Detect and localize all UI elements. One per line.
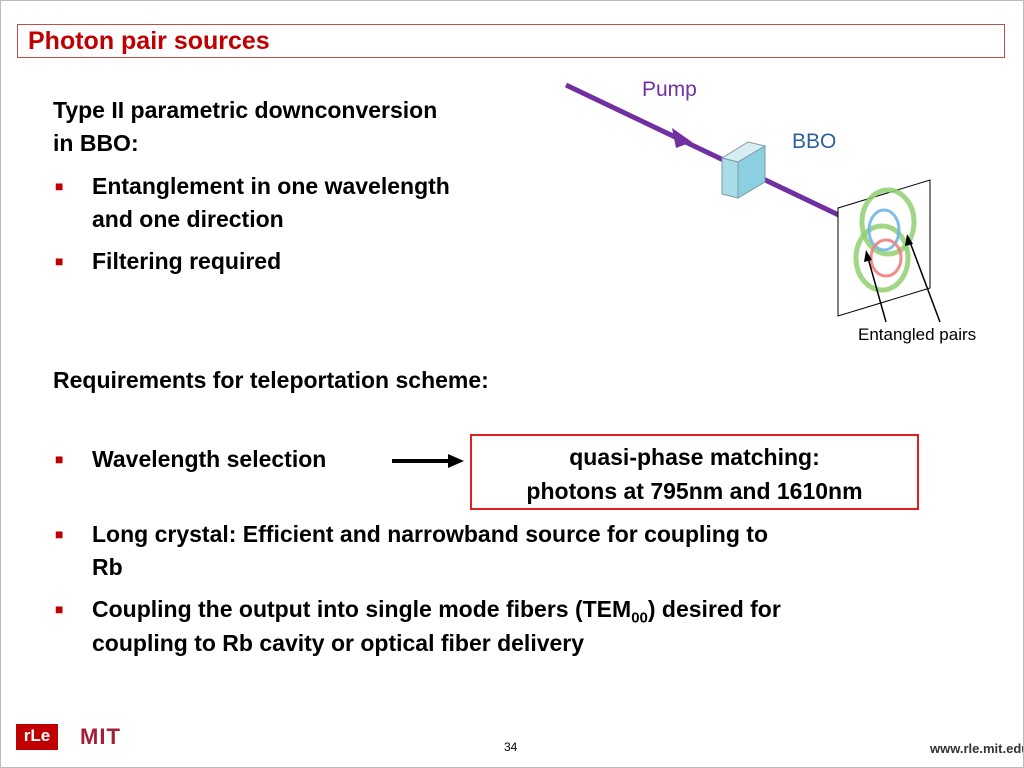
ring-blue xyxy=(867,208,901,252)
coupling-subscript: 00 xyxy=(631,609,648,627)
qpm-box: quasi-phase matching: photons at 795nm a… xyxy=(470,434,919,510)
bullet-wavelength: Wavelength selection xyxy=(92,446,327,472)
bullet-entanglement-line-1: Entanglement in one wavelength xyxy=(92,173,450,199)
bbo-label: BBO xyxy=(792,130,837,153)
bullet-coupling-line-2: coupling to Rb cavity or optical fiber d… xyxy=(92,630,585,656)
bullet-filtering: Filtering required xyxy=(92,248,282,274)
coupling-text-pre: Coupling the output into single mode fib… xyxy=(92,596,632,622)
pointer-arrowhead-icon xyxy=(864,250,872,262)
requirements-heading: Requirements for teleportation scheme: xyxy=(53,367,489,393)
bullet-long-crystal-line-1: Long crystal: Efficient and narrowband s… xyxy=(92,521,768,547)
bullet-marker: ■ xyxy=(55,178,64,194)
rle-logo: rLe xyxy=(16,724,58,750)
detection-screen xyxy=(837,179,931,317)
slide-title: Photon pair sources xyxy=(28,27,270,55)
qpm-line-1: quasi-phase matching: xyxy=(569,444,820,470)
entangled-pointer-left xyxy=(867,257,887,323)
bullet-long-crystal-line-2: Rb xyxy=(92,554,123,580)
bullet-entanglement-line-2: and one direction xyxy=(92,206,284,232)
footer-url: www.rle.mit.edu xyxy=(930,741,1024,756)
bbo-crystal-front xyxy=(721,157,739,199)
bullet-marker: ■ xyxy=(55,601,64,617)
ring-green-lower xyxy=(853,223,911,293)
page-number: 34 xyxy=(504,740,518,754)
bbo-crystal-side xyxy=(737,145,766,199)
qpm-line-2: photons at 795nm and 1610nm xyxy=(526,478,863,504)
pump-label: Pump xyxy=(642,78,697,101)
bullet-marker: ■ xyxy=(55,451,64,467)
entangled-pairs-label: Entangled pairs xyxy=(858,325,977,344)
intro-line-2: in BBO: xyxy=(53,130,139,156)
bullet-coupling-line-1: Coupling the output into single mode fib… xyxy=(92,593,781,635)
title-box: Photon pair sources xyxy=(17,24,1005,58)
ring-red xyxy=(869,238,903,278)
pump-beam xyxy=(564,82,847,221)
pointer-arrowhead-icon xyxy=(905,234,913,246)
pump-arrow-icon xyxy=(672,128,692,148)
coupling-text-post: ) desired for xyxy=(647,596,781,622)
right-arrow-icon xyxy=(392,454,464,468)
bullet-marker: ■ xyxy=(55,253,64,269)
ring-green-upper xyxy=(859,187,917,257)
bullet-marker: ■ xyxy=(55,526,64,542)
pdc-diagram xyxy=(564,82,941,323)
mit-logo: MIT xyxy=(80,724,121,749)
intro-line-1: Type II parametric downconversion xyxy=(53,97,438,123)
entangled-pointer-right xyxy=(909,241,941,323)
